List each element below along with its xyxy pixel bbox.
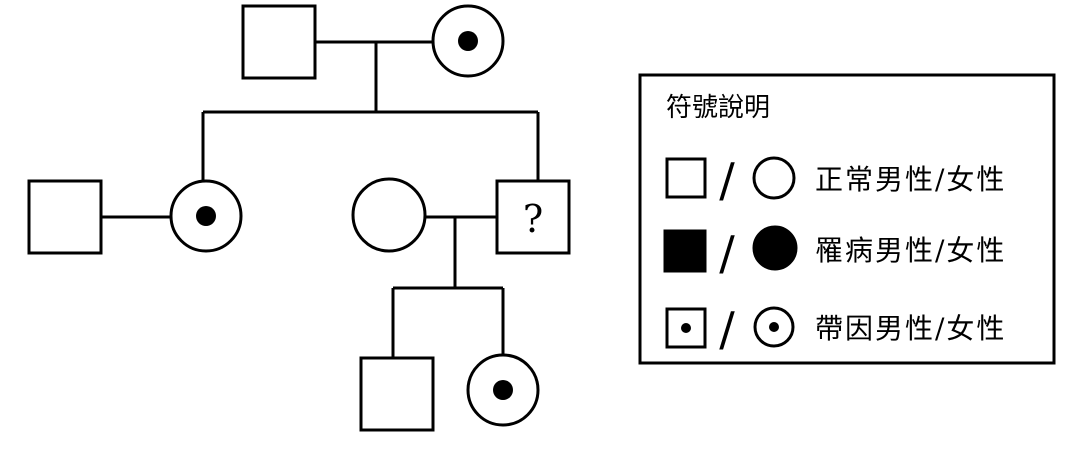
gen2-daughter-carrier-dot	[196, 206, 216, 226]
legend-box	[638, 73, 1056, 365]
gen3-son-normal-male	[359, 356, 435, 432]
gen2-wife-normal-female	[351, 177, 427, 253]
gen1-father-normal-male	[241, 4, 317, 80]
legend-title: 符號說明	[666, 93, 770, 123]
gen2-right-couple: ?	[351, 177, 571, 255]
legend-label-carrier: 帶因男性/女性	[815, 312, 1006, 345]
legend-row-normal: / 正常男性/女性	[665, 153, 1006, 207]
carrier-female-dot	[769, 322, 779, 332]
affected-female-icon	[752, 225, 798, 271]
gen3-children	[359, 353, 540, 432]
legend: 符號說明 / 正常男性/女性 / 罹病男性/女性 / 帶因男性/女性	[638, 73, 1056, 365]
normal-female-icon	[752, 156, 796, 200]
unknown-question-mark: ?	[523, 197, 543, 241]
legend-row-carrier: / 帶因男性/女性	[665, 302, 1006, 356]
gen3-daughter-carrier-dot	[493, 380, 513, 400]
legend-separator: /	[719, 153, 735, 207]
legend-row-affected: / 罹病男性/女性	[663, 225, 1006, 280]
gen2-left-couple	[27, 179, 243, 255]
legend-label-affected: 罹病男性/女性	[815, 234, 1006, 267]
normal-male-icon	[665, 157, 707, 199]
affected-male-icon	[663, 229, 707, 273]
gen1-mother-carrier-dot	[458, 31, 478, 51]
gen2-husband-normal-male	[27, 179, 103, 255]
gen2-son-unknown-male	[495, 179, 571, 255]
legend-separator: /	[719, 226, 735, 280]
carrier-male-dot	[681, 323, 691, 333]
gen1-couple	[241, 4, 505, 80]
legend-label-normal: 正常男性/女性	[815, 163, 1006, 196]
legend-separator: /	[719, 302, 735, 356]
